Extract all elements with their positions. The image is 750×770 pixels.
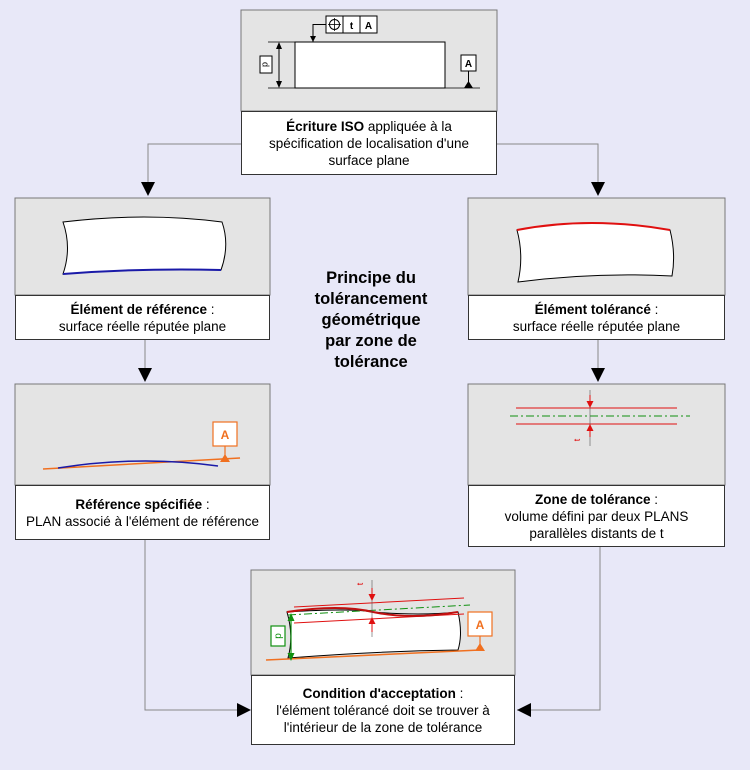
dim-label-p: p (260, 62, 270, 67)
left2-datum-plane (42, 457, 241, 470)
frame-tolerance-label: t (350, 21, 354, 32)
bottom-caption: Condition d'acceptation : l'élément tolé… (251, 675, 515, 745)
right2-figure: t (510, 390, 690, 446)
right1-caption-bold: Élément tolérancé (534, 301, 651, 317)
title-line-2: tolérancement (314, 290, 428, 308)
left1-caption-line2: surface réelle réputée plane (58, 318, 227, 334)
top-caption-line3: surface plane (328, 152, 410, 168)
bottom-caption-line3: l'intérieur de la zone de tolérance (283, 719, 483, 735)
arrowhead-bottom-left (237, 703, 251, 717)
right1-figure (516, 222, 675, 283)
left2-datum-label: A (221, 428, 230, 442)
arrowhead-left1 (141, 182, 155, 196)
left2-datum-box (212, 421, 238, 447)
top-caption-rest: appliquée à la (364, 118, 452, 134)
right2-caption-bold: Zone de tolérance (534, 491, 651, 507)
right2-caption-line3: parallèles distants de t (529, 525, 664, 541)
connector-left2-bottom (144, 540, 237, 711)
bottom-arrow-down-icon (368, 594, 376, 601)
frame-datum-label: A (365, 21, 372, 32)
bottom-caption-bold: Condition d'acceptation (302, 685, 456, 701)
bottom-datum-plane (265, 649, 481, 661)
left2-caption-line2: PLAN associé à l'élément de référence (26, 513, 259, 529)
connector-top-left (147, 143, 241, 182)
right1-caption-rest: : (650, 301, 659, 317)
connectors (144, 143, 601, 711)
top-caption-line2: spécification de localisation d'une (269, 135, 469, 151)
right1-surface-shape (516, 222, 675, 283)
diagram-title: Principe du tolérancement géométrique pa… (282, 268, 460, 373)
connector-top-right (497, 143, 599, 182)
right1-caption-line2: surface réelle réputée plane (512, 318, 681, 334)
datum-a-label: A (465, 59, 472, 70)
bottom-arrow-up-icon (368, 617, 376, 624)
left1-caption: Élément de référence : surface réelle ré… (15, 295, 270, 340)
bottom-surface-shape (286, 609, 461, 659)
left1-reference-edge (62, 268, 222, 275)
arrowhead-left2 (138, 368, 152, 382)
bottom-toleranced-edge (286, 607, 459, 617)
arrowhead-right1 (591, 182, 605, 196)
top-caption-bold: Écriture ISO (286, 118, 365, 134)
zone-arrow-down-icon (586, 401, 594, 408)
title-line-3: géométrique (321, 311, 421, 329)
zone-tolerance-label: t (572, 438, 582, 441)
arrowhead-bottom-right (517, 703, 531, 717)
bottom-upper-plane (293, 597, 465, 608)
bottom-dim-label-p: p (273, 633, 284, 639)
bottom-dim-label-box (270, 625, 286, 647)
top-caption: Écriture ISO appliquée à la spécificatio… (241, 111, 497, 175)
bottom-caption-line2: l'élément tolérancé doit se trouver à (276, 702, 490, 718)
right2-caption: Zone de tolérance : volume défini par de… (468, 485, 725, 547)
right1-caption: Élément tolérancé : surface réelle réput… (468, 295, 725, 340)
right2-panel (467, 383, 726, 486)
top-figure: t A p A (259, 15, 480, 89)
left2-reference-edge (57, 460, 219, 469)
right1-toleranced-edge (516, 222, 671, 231)
title-line-1: Principe du (326, 269, 416, 287)
bottom-median-plane (287, 604, 471, 616)
left2-caption-bold: Référence spécifiée (75, 496, 203, 512)
bottom-figure: t p A (265, 580, 493, 661)
bottom-datum-label: A (476, 618, 485, 632)
zone-arrow-up-icon (586, 424, 594, 431)
left1-surface-shape (62, 216, 227, 275)
datum-triangle-icon (464, 81, 473, 88)
left1-caption-rest: : (207, 301, 215, 317)
right2-caption-rest: : (650, 491, 659, 507)
left2-caption: Référence spécifiée : PLAN associé à l'é… (15, 485, 270, 540)
arrowheads (138, 182, 605, 717)
dim-label-box (259, 55, 273, 74)
left2-figure: A (42, 421, 241, 470)
right2-caption-line2: volume défini par deux PLANS (504, 508, 689, 524)
connector-right2-bottom (517, 540, 601, 711)
top-part-rectangle (294, 41, 446, 89)
arrowhead-right2 (591, 368, 605, 382)
bottom-tolerance-label: t (355, 582, 365, 585)
bottom-caption-rest: : (455, 685, 464, 701)
left2-datum-triangle-icon (220, 454, 230, 462)
left1-figure (62, 216, 227, 275)
bottom-datum-box (467, 611, 493, 637)
left1-caption-bold: Élément de référence (70, 301, 208, 317)
left2-caption-rest: : (202, 496, 210, 512)
title-line-5: tolérance (334, 353, 408, 371)
title-line-4: par zone de (325, 332, 417, 350)
bottom-datum-triangle-icon (475, 643, 485, 651)
